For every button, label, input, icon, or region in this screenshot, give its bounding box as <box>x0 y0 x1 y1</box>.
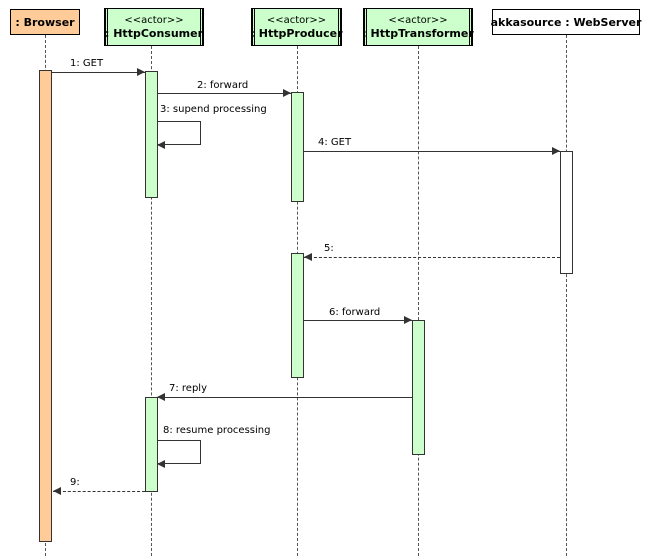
message-2-line <box>157 93 291 94</box>
participant-browser[interactable]: : Browser <box>10 9 80 35</box>
message-7-arrowhead <box>157 393 165 401</box>
participant-httpconsumer-name: : HttpConsumer <box>105 26 204 40</box>
message-5-line <box>304 257 560 258</box>
message-8-self-box <box>157 440 201 464</box>
activation-httpconsumer-1 <box>145 71 158 198</box>
participant-httpconsumer-stereotype: <<actor>> <box>124 14 184 26</box>
message-1-arrowhead <box>137 68 145 76</box>
message-6-arrowhead <box>404 316 412 324</box>
activation-httpconsumer-2 <box>145 397 158 492</box>
message-6-label: 6: forward <box>329 307 381 318</box>
message-4-line <box>303 151 560 152</box>
message-3-arrowhead <box>157 141 165 149</box>
message-8-arrowhead <box>157 460 165 468</box>
message-7-label: 7: reply <box>169 383 207 394</box>
message-3-label: 3: supend processing <box>160 104 267 115</box>
participant-browser-name: : Browser <box>15 15 75 29</box>
message-9-label: 9: <box>70 477 80 488</box>
message-4-label: 4: GET <box>318 137 352 148</box>
activation-webserver <box>560 151 573 274</box>
activation-httptransformer <box>412 320 425 455</box>
message-2-label: 2: forward <box>197 80 249 91</box>
participant-webserver-name: akkasource : WebServer <box>490 15 642 29</box>
activation-httpproducer-1 <box>291 92 304 202</box>
lifeline-httpconsumer <box>151 46 152 556</box>
participant-webserver[interactable]: akkasource : WebServer <box>490 9 642 35</box>
participant-httptransformer[interactable]: <<actor>> : HttpTransformer <box>362 8 474 46</box>
participant-httptransformer-stereotype: <<actor>> <box>388 14 448 26</box>
message-1-label: 1: GET <box>70 58 104 69</box>
lifeline-webserver <box>566 35 567 556</box>
message-9-arrowhead <box>53 487 61 495</box>
message-4-arrowhead <box>552 147 560 155</box>
message-5-arrowhead <box>304 253 312 261</box>
message-8-label: 8: resume processing <box>163 425 271 436</box>
message-3-self-box <box>157 121 201 145</box>
message-6-line <box>303 320 412 321</box>
participant-httpproducer[interactable]: <<actor>> : HttpProducer <box>250 8 343 46</box>
activation-browser <box>39 70 52 542</box>
participant-httpproducer-name: : HttpProducer <box>250 26 343 40</box>
message-9-line <box>53 491 145 492</box>
participant-httpconsumer[interactable]: <<actor>> : HttpConsumer <box>104 8 204 46</box>
message-7-line <box>157 397 412 398</box>
message-5-label: 5: <box>324 243 334 254</box>
activation-httpproducer-2 <box>291 253 304 378</box>
participant-httptransformer-name: : HttpTransformer <box>362 26 474 40</box>
lifeline-httptransformer <box>418 46 419 556</box>
message-2-arrowhead <box>283 89 291 97</box>
participant-httpproducer-stereotype: <<actor>> <box>266 14 327 26</box>
message-1-line <box>52 72 145 73</box>
